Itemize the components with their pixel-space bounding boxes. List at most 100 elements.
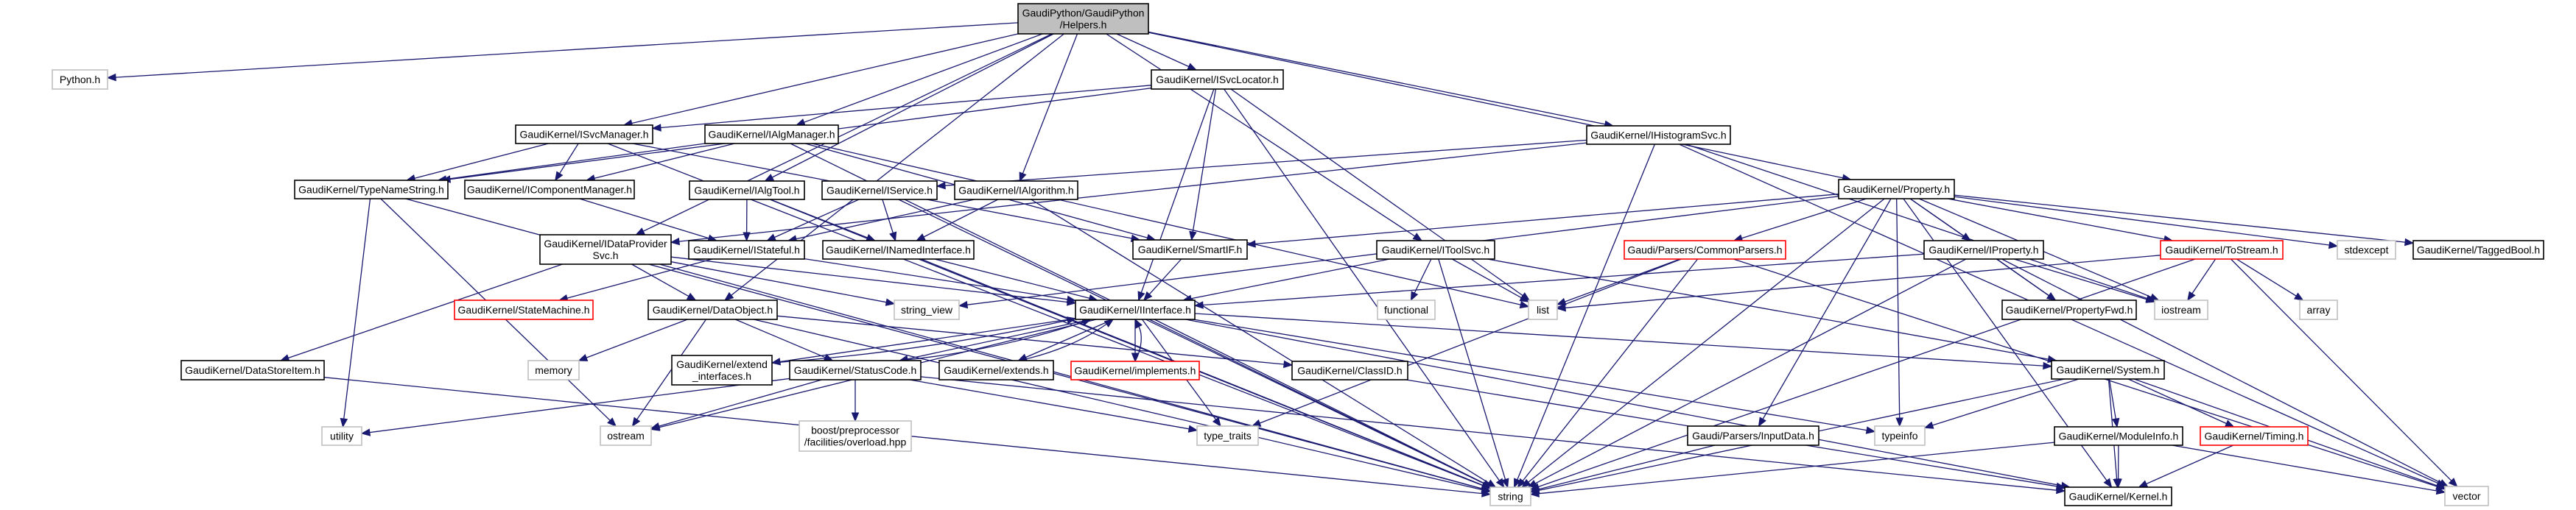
arrowhead-icon [686,292,697,301]
edge-iproperty-to-vector [2001,258,2449,487]
node-extend-interfaces[interactable]: GaudiKernel/extend_interfaces.h [671,355,773,386]
node-label: GaudiKernel/implements.h [1075,365,1196,377]
node-box [2160,240,2284,260]
edge-statuscode-to-type-traits [909,379,1198,433]
arrowhead-icon [651,124,661,132]
node-itoolsvc[interactable]: GaudiKernel/IToolSvc.h [1376,240,1495,260]
node-ihistogramsvc[interactable]: GaudiKernel/IHistogramSvc.h [1586,125,1731,145]
node-box [294,180,449,199]
edge-line [2108,378,2116,419]
edge-line [559,143,579,174]
edge-property-to-stdexcept [1954,196,2339,249]
edge-line [1148,31,1606,125]
node-label: GaudiKernel/ISvcLocator.h [1156,74,1279,85]
edge-property-to-smartif [1246,194,1839,248]
node-label: GaudiKernel/Kernel.h [2069,491,2168,503]
node-taggedbool[interactable]: GaudiKernel/TaggedBool.h [2412,240,2544,260]
node-root[interactable]: GaudiPython/GaudiPython/Helpers.h [1017,3,1149,35]
node-property[interactable]: GaudiKernel/Property.h [1838,179,1955,199]
arrowhead-icon [2448,478,2458,487]
node-kernel[interactable]: GaudiKernel/Kernel.h [2064,486,2172,506]
node-box [704,124,839,144]
edge-line [2230,258,2452,481]
edge-line [1140,88,1215,293]
arrowhead-icon [2111,417,2120,428]
arrowhead-icon [2435,486,2446,495]
node-iproperty[interactable]: GaudiKernel/IProperty.h [1923,240,2044,260]
node-icomponentmanager[interactable]: GaudiKernel/IComponentManager.h [464,180,635,199]
node-box [2337,240,2396,260]
node-timing[interactable]: GaudiKernel/Timing.h [2200,426,2309,446]
arrowhead-icon [1019,171,1027,183]
edge-ihistogramsvc-to-idataprovidersvc [670,142,1587,246]
arrowhead-icon [1103,319,1115,327]
node-ialgtool[interactable]: GaudiKernel/IAlgTool.h [689,180,805,200]
node-extends[interactable]: GaudiKernel/extends.h [938,360,1054,380]
node-box [894,300,960,320]
edge-root-to-ialgtool [764,33,1054,182]
node-datastoreitem[interactable]: GaudiKernel/DataStoreItem.h [180,360,325,380]
node-isvcmanager[interactable]: GaudiKernel/ISvcManager.h [515,124,653,144]
node-box [2412,240,2544,260]
node-statemachine[interactable]: GaudiKernel/StateMachine.h [454,300,594,320]
node-label: GaudiKernel/IDataProvider [544,238,667,249]
edge-line [369,378,790,433]
arrowhead-icon [340,417,348,428]
node-iservice[interactable]: GaudiKernel/IService.h [821,180,938,200]
edge-line [899,321,1084,361]
node-implements[interactable]: GaudiKernel/implements.h [1070,361,1200,380]
node-iinterface[interactable]: GaudiKernel/IInterface.h [1075,300,1196,320]
edge-line [2001,258,2441,484]
edge-iproperty-to-iostream [2013,258,2156,303]
edge-line [1451,258,1522,299]
node-system[interactable]: GaudiKernel/System.h [2051,360,2165,380]
arrowhead-icon [670,237,680,246]
node-box [321,426,362,446]
node-inputdata[interactable]: Gaudi/Parsers/InputData.h [1687,425,1819,446]
node-ialgmanager[interactable]: GaudiKernel/IAlgManager.h [704,124,839,144]
edge-line [907,319,1091,360]
node-isvclocator[interactable]: GaudiKernel/ISvcLocator.h [1151,69,1284,90]
edge-statuscode-to-ostream [650,379,822,430]
node-array: array [2299,300,2338,320]
node-box [1528,300,1558,320]
node-smartif[interactable]: GaudiKernel/SmartIF.h [1132,239,1248,260]
node-box [1874,425,1926,446]
node-label: GaudiKernel/ToStream.h [2165,244,2278,256]
edge-iinterface-to-string [1154,319,1493,488]
edge-line [1685,144,2147,300]
node-tostream[interactable]: GaudiKernel/ToStream.h [2160,240,2284,260]
node-label: typeinfo [1881,430,1917,442]
edge-line [1230,88,1523,297]
edge-iinterface-to-extend-interfaces [771,318,1076,366]
edge-line [804,33,1043,123]
node-propertyfwd[interactable]: GaudiKernel/PropertyFwd.h [2001,300,2137,320]
node-ialgorithm[interactable]: GaudiKernel/IAlgorithm.h [954,180,1078,200]
edge-isvclocator-to-list [1230,88,1531,301]
node-label: GaudiKernel/IStateful.h [693,244,800,256]
node-box [821,180,938,200]
arrowhead-icon [2328,241,2339,249]
edge-dataobject-to-ostream [631,319,707,428]
arrowhead-icon [764,174,775,182]
arrowhead-icon [1189,230,1197,241]
node-statuscode[interactable]: GaudiKernel/StatusCode.h [789,360,922,380]
edge-line [566,258,713,299]
edge-line [1148,258,1182,295]
edge-itoolsvc-to-string [1438,258,1509,489]
node-label: GaudiKernel/extends.h [944,364,1048,376]
node-istateful[interactable]: GaudiKernel/IStateful.h [688,240,805,260]
arrowhead-icon [2435,481,2446,489]
edge-line [1192,88,1217,233]
node-moduleinfo[interactable]: GaudiKernel/ModuleInfo.h [2054,426,2183,446]
node-commonparsers[interactable]: Gaudi/Parsers/CommonParsers.h [1624,240,1786,260]
node-dataobject[interactable]: GaudiKernel/DataObject.h [647,300,778,320]
node-typenamestring[interactable]: GaudiKernel/TypeNameString.h [294,180,449,199]
node-classid[interactable]: GaudiKernel/ClassID.h [1291,361,1408,380]
edge-line [1517,144,1656,481]
arrowhead-icon [2187,291,2196,302]
edge-line [636,319,707,420]
node-inamedinterface[interactable]: GaudiKernel/INamedInterface.h [822,240,975,260]
node-box [2001,300,2137,320]
